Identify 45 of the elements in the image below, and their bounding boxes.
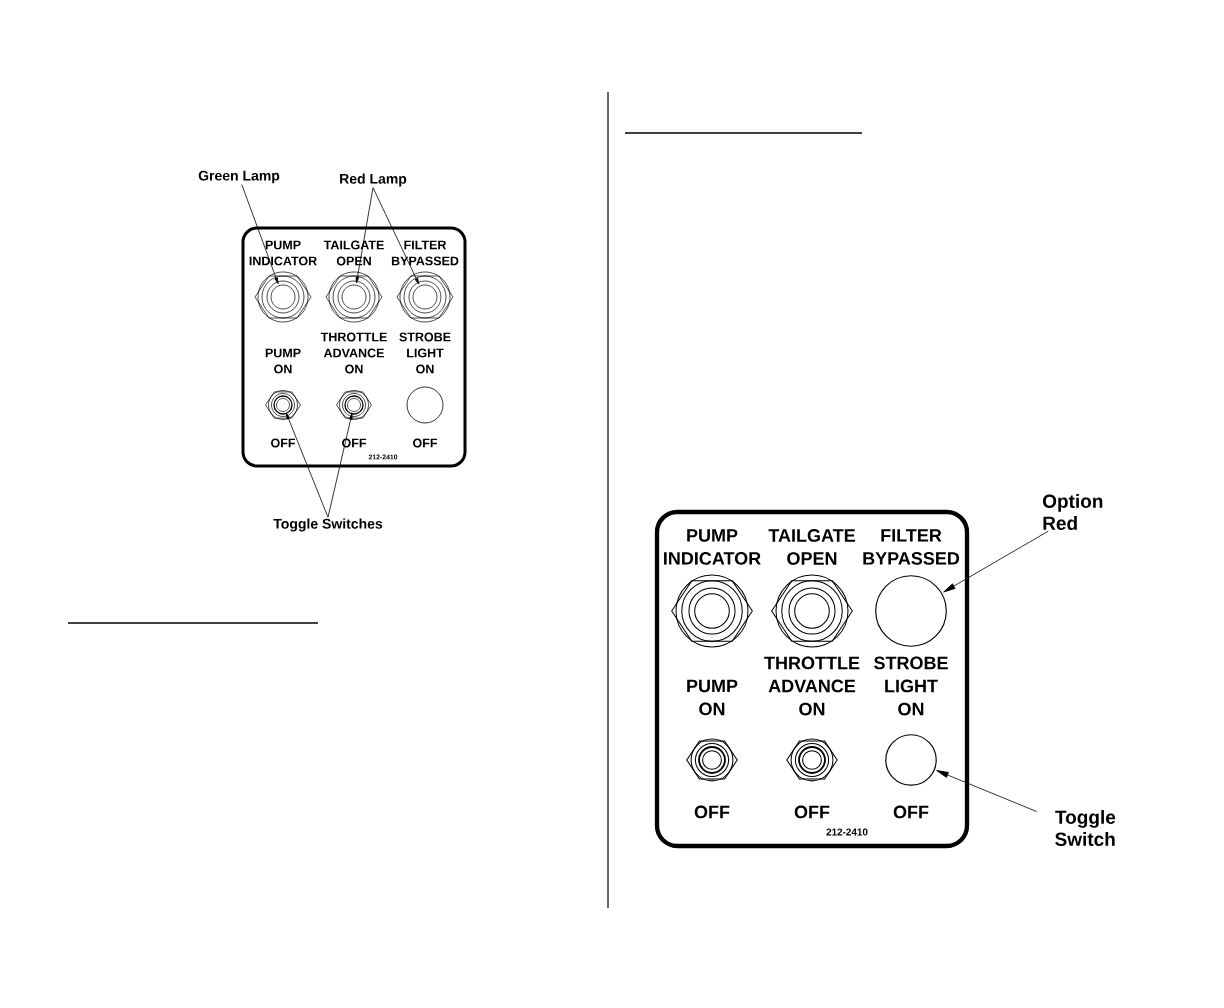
- panel-label: OFF: [893, 805, 929, 819]
- lamp-drawing: [771, 574, 853, 648]
- toggle-switch-drawing: [686, 738, 738, 782]
- blank-hole: [406, 386, 444, 424]
- callout-label: Green Lamp: [198, 170, 280, 184]
- panel-label: TAILGATE OPEN: [768, 529, 855, 565]
- panel-label: PUMP ON: [687, 679, 738, 716]
- panel-label: OFF: [694, 805, 730, 819]
- panel-label: PUMP INDICATOR: [664, 529, 761, 565]
- panel-label: STROBE LIGHT ON: [399, 332, 451, 374]
- panel-label: FILTER BYPASSED: [863, 529, 960, 565]
- callout-label: Option Red: [1043, 494, 1103, 530]
- leader-line: [285, 412, 329, 518]
- callout-label: Toggle Switch: [1055, 810, 1116, 846]
- toggle-switch-drawing: [265, 390, 301, 420]
- leader-line: [355, 187, 374, 284]
- leader-line: [943, 530, 1049, 593]
- leader-line: [936, 770, 1037, 812]
- panel-label: OFF: [271, 438, 296, 448]
- panel-label: THROTTLE ADVANCE ON: [320, 332, 387, 374]
- blank-hole: [885, 734, 937, 786]
- callout-label: Toggle Switches: [273, 518, 383, 532]
- part-number: 212-2410: [826, 828, 868, 836]
- lamp-drawing: [671, 574, 753, 648]
- lamp-drawing: [254, 271, 312, 323]
- panel-label: PUMP ON: [265, 348, 301, 374]
- lamp-drawing: [396, 271, 454, 323]
- toggle-switch-drawing: [336, 390, 372, 420]
- panel-label: THROTTLE ADVANCE ON: [764, 656, 860, 716]
- panel-label: OFF: [413, 438, 438, 448]
- panel-label: TAILGATE OPEN: [323, 240, 384, 266]
- panel-label: OFF: [342, 438, 367, 448]
- panel-label: OFF: [794, 805, 830, 819]
- lamp-drawing: [325, 271, 383, 323]
- control-panel: [654, 509, 970, 849]
- leader-line: [241, 184, 279, 285]
- toggle-switch-drawing: [786, 738, 838, 782]
- leader-line: [327, 413, 353, 518]
- panel-label: FILTER BYPASSED: [391, 240, 459, 266]
- panel-label: PUMP INDICATOR: [249, 240, 317, 266]
- blank-hole: [875, 575, 947, 647]
- leader-line: [372, 187, 420, 285]
- callout-label: Red Lamp: [340, 173, 407, 187]
- panel-label: STROBE LIGHT ON: [874, 656, 948, 716]
- control-panel: [241, 226, 467, 468]
